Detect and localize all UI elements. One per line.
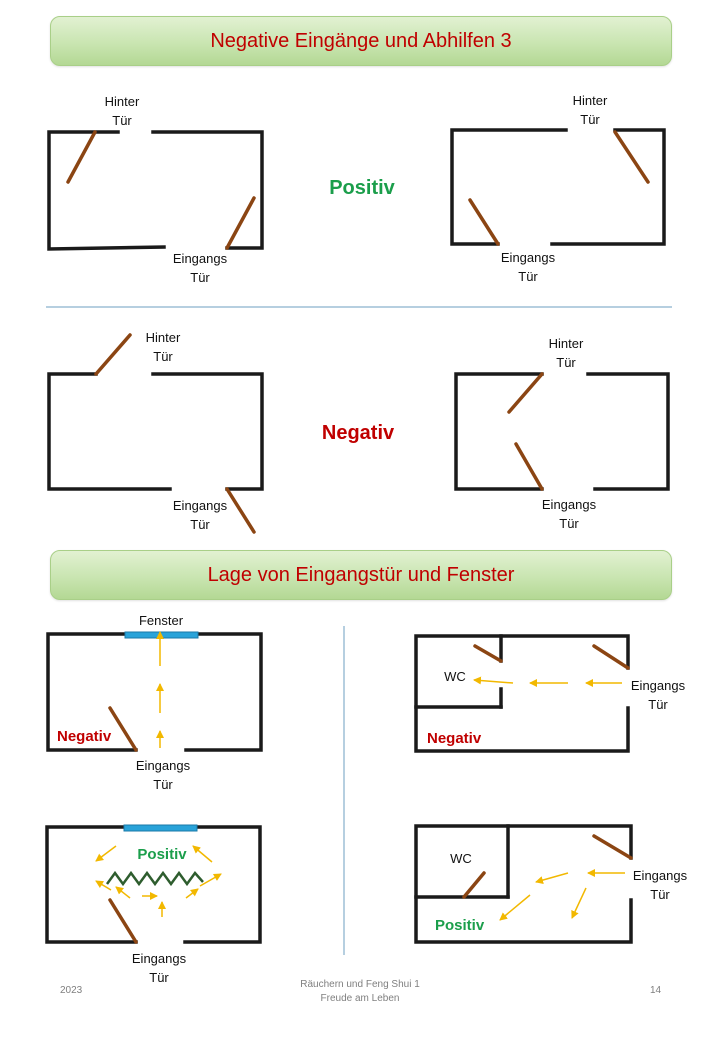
energy-arrow	[473, 676, 514, 685]
footer-title-line2: Freude am Leben	[320, 993, 400, 1004]
entrance-door-label: Tür	[518, 269, 538, 284]
energy-arrow	[95, 880, 112, 891]
wall	[550, 128, 666, 246]
wall	[151, 130, 264, 250]
negative-label: Negativ	[322, 422, 395, 444]
entrance-door-label: Tür	[149, 970, 169, 985]
footer-page-number: 14	[650, 985, 662, 996]
plan-wc-negative: WC Eingangs Tür Negativ	[414, 634, 686, 753]
door	[66, 130, 97, 184]
entrance-door-label: Tür	[190, 270, 210, 285]
wall	[414, 634, 630, 753]
entrance-door-label: Eingangs	[542, 497, 597, 512]
door	[507, 372, 544, 414]
plan-negative-2: Hinter Tür Eingangs Tür	[454, 336, 670, 531]
footer-year: 2023	[60, 985, 83, 996]
energy-arrow	[535, 872, 569, 884]
entrance-door-label: Tür	[648, 697, 668, 712]
wall	[151, 372, 264, 491]
window	[123, 824, 198, 832]
door	[225, 487, 256, 534]
negative-label-small: Negativ	[427, 730, 482, 747]
banner-title-middle: Lage von Eingangstür und Fenster	[207, 563, 515, 586]
plan-negative-1: Hinter Tür Eingangs Tür	[47, 330, 264, 534]
entrance-door-label: Tür	[190, 517, 210, 532]
entrance-door-label: Eingangs	[132, 951, 187, 966]
wall	[454, 372, 544, 491]
negative-label-small: Negativ	[57, 728, 112, 745]
back-door-label: Hinter	[105, 94, 140, 109]
energy-arrow	[95, 845, 117, 862]
plan-positive-2: Hinter Tür Eingangs Tür	[450, 93, 666, 284]
entrance-door-label: Tür	[153, 777, 173, 792]
back-door-label: Tür	[153, 349, 173, 364]
door	[108, 706, 138, 752]
wall	[450, 128, 568, 246]
back-door-label: Hinter	[549, 336, 584, 351]
door	[592, 644, 630, 670]
entrance-door-label: Eingangs	[173, 251, 228, 266]
plan-window-positive: Positiv Eingangs Tür	[45, 824, 262, 985]
wc-label: WC	[450, 851, 472, 866]
energy-arrow	[115, 886, 131, 899]
plan-wc-positive: WC Eingangs Tür Positiv	[414, 824, 688, 944]
entrance-door-label: Eingangs	[501, 250, 556, 265]
entrance-door-label: Tür	[559, 516, 579, 531]
door	[225, 196, 256, 250]
energy-arrow	[499, 894, 531, 921]
back-door-label: Hinter	[146, 330, 181, 345]
door	[108, 898, 138, 944]
wall	[47, 130, 166, 251]
title-banner-top: Negative Eingänge und Abhilfen 3	[50, 16, 672, 66]
wall	[47, 372, 172, 491]
door	[468, 198, 500, 246]
entrance-door-label: Eingangs	[173, 498, 228, 513]
wall	[414, 824, 633, 944]
wall	[46, 632, 138, 752]
back-door-label: Hinter	[573, 93, 608, 108]
zigzag-divider	[105, 870, 204, 887]
entrance-door-label: Eingangs	[633, 868, 688, 883]
footer-title: Räuchern und Feng Shui 1 Freude am Leben	[260, 978, 460, 1006]
plan-window-negative: Fenster Negativ Eingangs Tür	[46, 613, 263, 792]
door	[473, 644, 503, 663]
wall	[183, 825, 262, 944]
positive-label: Positiv	[329, 177, 395, 199]
energy-arrow	[571, 887, 587, 919]
door	[94, 333, 132, 376]
entrance-door-label: Eingangs	[631, 678, 686, 693]
back-door-label: Tür	[580, 112, 600, 127]
door	[613, 130, 650, 184]
entrance-door-label: Tür	[650, 887, 670, 902]
plan-positive-1: Hinter Tür Eingangs Tür	[47, 94, 264, 285]
entrance-door-label: Eingangs	[136, 758, 191, 773]
door	[462, 871, 486, 899]
wall	[45, 825, 138, 944]
wall	[586, 372, 670, 491]
energy-arrow	[192, 845, 213, 863]
positive-label-small: Positiv	[137, 846, 187, 863]
banner-title-top: Negative Eingänge und Abhilfen 3	[210, 29, 512, 52]
positive-label-small: Positiv	[435, 917, 485, 934]
wc-label: WC	[444, 669, 466, 684]
back-door-label: Tür	[556, 355, 576, 370]
door	[592, 834, 633, 860]
wall	[184, 632, 263, 752]
window-label: Fenster	[139, 613, 184, 628]
back-door-label: Tür	[112, 113, 132, 128]
footer-title-line1: Räuchern und Feng Shui 1	[300, 979, 420, 990]
energy-arrow	[199, 873, 222, 887]
door	[514, 442, 544, 491]
window	[124, 631, 199, 639]
title-banner-middle: Lage von Eingangstür und Fenster	[50, 550, 672, 600]
energy-arrow	[185, 888, 199, 899]
